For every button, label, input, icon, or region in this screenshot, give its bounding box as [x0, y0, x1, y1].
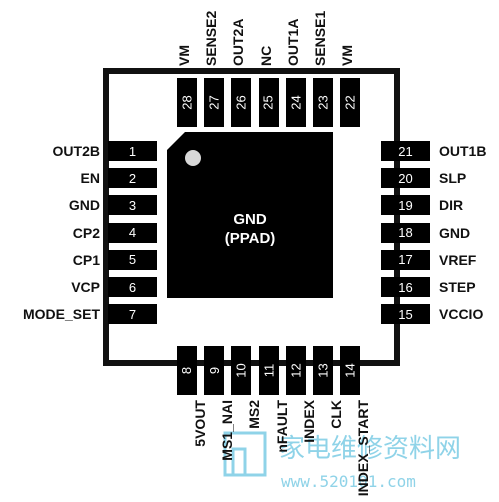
- pin-label-gnd: GND: [68, 197, 100, 214]
- pin-label-vm: VM: [176, 45, 192, 66]
- pin-7: 7: [108, 304, 157, 325]
- pin-number: 15: [398, 306, 413, 322]
- pin-number: 12: [288, 363, 304, 378]
- pin-9: 9: [204, 346, 225, 395]
- pin-label-vref: VREF: [439, 251, 477, 268]
- pin-15: 15: [381, 304, 430, 325]
- pin-3: 3: [108, 195, 157, 216]
- watermark-url: www.520101.com: [281, 472, 416, 491]
- pin-number: 7: [128, 306, 137, 322]
- pin-number: 9: [206, 366, 222, 375]
- pin-number: 28: [179, 95, 195, 110]
- pin-2: 2: [108, 168, 157, 189]
- pin-label-mode_set: MODE_SET: [22, 306, 100, 323]
- pin-label-ms1_nai: MS1_NAI: [219, 400, 236, 461]
- pin-20: 20: [381, 168, 430, 189]
- pin-label-vm: VM: [339, 45, 356, 66]
- pin-label-vcp: VCP: [71, 279, 100, 295]
- pin-label-out1b: OUT1B: [439, 143, 487, 159]
- pin-10: 10: [231, 346, 252, 395]
- pad-label-line2: (PPAD): [224, 230, 276, 247]
- pin-17: 17: [381, 249, 430, 270]
- pin-number: 6: [128, 279, 137, 295]
- pin-11: 11: [258, 346, 279, 395]
- pin-label-gnd: GND: [439, 224, 471, 241]
- pin-number: 13: [315, 363, 331, 378]
- pin-4: 4: [108, 222, 157, 243]
- watermark: 家电维修资料网 www.520101.com: [223, 431, 461, 491]
- pin-number: 20: [398, 170, 413, 186]
- pad-chamfer-corner: [167, 132, 185, 150]
- pin-18: 18: [381, 222, 430, 243]
- pin-number: 4: [128, 225, 137, 241]
- pin-label-slp: SLP: [439, 170, 467, 187]
- pin-number: 25: [261, 95, 277, 110]
- pin1-indicator-dot: [185, 150, 201, 166]
- pin-label-vccio: VCCIO: [439, 306, 484, 323]
- pin-label-out2a: OUT2A: [230, 18, 247, 66]
- pin-label-sense2: SENSE2: [203, 10, 220, 66]
- pin-number: 23: [315, 95, 331, 110]
- pin-1: 1: [108, 141, 157, 161]
- pin-label-nfault: nFAULT: [273, 400, 290, 453]
- pin-number: 26: [233, 95, 249, 110]
- pin-12: 12: [285, 346, 306, 395]
- pin-label-sense1: SENSE1: [312, 10, 328, 66]
- pin-number: 2: [128, 170, 137, 186]
- pin-number: 10: [233, 363, 249, 378]
- pin-28: 28: [177, 78, 197, 127]
- pin-label-en: EN: [80, 170, 100, 187]
- pin-number: 8: [179, 366, 195, 375]
- pin-8: 8: [177, 346, 197, 395]
- pin-label-out2b: OUT2B: [52, 143, 100, 159]
- pin-number: 27: [206, 95, 222, 110]
- pin-26: 26: [231, 78, 252, 127]
- pin-number: 11: [261, 363, 277, 378]
- pin-label-step: STEP: [439, 279, 476, 295]
- pin-label-index_start: INDEX_START: [355, 400, 372, 497]
- pin-label-ms2: MS2: [246, 400, 263, 429]
- pin-label-out1a: OUT1A: [284, 18, 301, 66]
- pin-24: 24: [285, 78, 306, 127]
- pad-label-line1: GND: [233, 211, 267, 228]
- thermal-pad-label: GND (PPAD): [167, 210, 333, 248]
- pin-number: 22: [342, 95, 358, 110]
- pin-label-cp1: CP1: [72, 251, 100, 268]
- pin-19: 19: [381, 195, 430, 216]
- pin-14: 14: [340, 346, 361, 395]
- pin-label-dir: DIR: [439, 197, 464, 214]
- pin-5: 5: [108, 249, 157, 270]
- pin-25: 25: [258, 78, 279, 127]
- pin-27: 27: [204, 78, 225, 127]
- pin-13: 13: [313, 346, 333, 395]
- pin-21: 21: [381, 141, 430, 161]
- pin-number: 14: [342, 363, 358, 378]
- pin-number: 3: [128, 197, 137, 213]
- watermark-logo-icon: [223, 431, 267, 477]
- pin-16: 16: [381, 277, 430, 297]
- pin-number: 24: [288, 95, 304, 110]
- pin-number: 1: [128, 143, 137, 159]
- pin-number: 21: [398, 143, 413, 159]
- pin-label-nc: NC: [257, 45, 274, 66]
- pin-label-5vout: 5VOUT: [192, 400, 208, 447]
- pin-label-cp2: CP2: [72, 224, 100, 241]
- pin-number: 17: [398, 252, 413, 268]
- pin-6: 6: [108, 277, 157, 297]
- pin-label-index: INDEX: [300, 400, 317, 443]
- pin-number: 5: [128, 252, 137, 268]
- pin-23: 23: [313, 78, 333, 127]
- pin-label-clk: CLK: [328, 400, 344, 429]
- pin-number: 16: [398, 279, 413, 295]
- watermark-title: 家电维修资料网: [279, 434, 461, 464]
- pin-22: 22: [340, 78, 361, 127]
- pin-number: 19: [398, 197, 413, 213]
- pin-number: 18: [398, 225, 413, 241]
